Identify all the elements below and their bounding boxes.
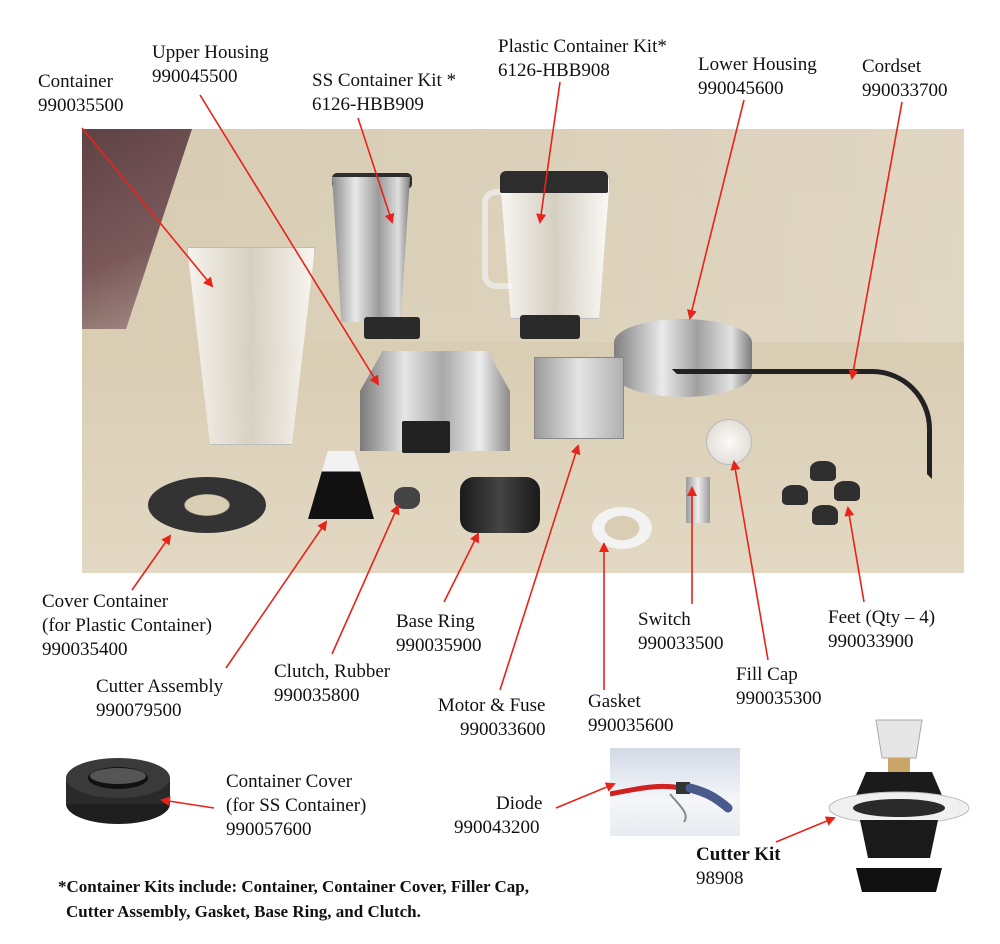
plastic-container-kit-arrow [536, 81, 561, 224]
plastic-jar-lid-image [500, 171, 608, 193]
foot-image [834, 481, 860, 501]
foot-image [812, 505, 838, 525]
label-feet: Feet (Qty – 4)990033900 [828, 607, 936, 652]
container-kits-footnote: *Container Kits include: Container, Cont… [58, 877, 529, 921]
plastic-jar-handle-image [482, 189, 512, 289]
cutter-kit-image [828, 719, 970, 892]
feet-arrow [844, 506, 865, 603]
switch-image [686, 477, 710, 523]
fill-cap-image [706, 419, 752, 465]
label-container-cover-ss: Container Cover(for SS Container)9900576… [226, 771, 367, 840]
base-ring-arrow [443, 532, 479, 603]
diode-arrow [555, 782, 616, 809]
ss-container-kit-arrow [357, 117, 395, 224]
parts-photo [82, 129, 964, 573]
label-plastic-container-kit: Plastic Container Kit*6126-HBB908 [498, 36, 667, 81]
foot-image [782, 485, 808, 505]
container-arrow [81, 127, 214, 288]
container-cover-ss-arrow [160, 796, 215, 809]
cordset-image [672, 369, 932, 479]
fill-cap-arrow [730, 460, 769, 661]
base-ring-image [460, 477, 540, 533]
lower-housing-arrow [687, 99, 745, 320]
clutch-image [394, 487, 420, 509]
cutter-assembly-arrow [225, 520, 328, 669]
plastic-jar-base-image [520, 315, 580, 339]
ss-container-image [332, 177, 410, 322]
motor-arrow [499, 444, 581, 691]
upper-housing-panel-image [402, 421, 450, 453]
motor-image [534, 357, 624, 439]
label-ss-container-kit: SS Container Kit *6126-HBB909 [312, 70, 457, 115]
clutch-arrow [331, 504, 400, 655]
foot-image [810, 461, 836, 481]
ss-container-base-image [364, 317, 420, 339]
cordset-arrow [848, 101, 903, 380]
label-cover-container: Cover Container(for Plastic Container)99… [42, 591, 212, 660]
cover-container-arrow [131, 534, 172, 591]
diode-image [609, 748, 740, 836]
upper-housing-arrow [199, 94, 380, 386]
cover-container-image [148, 477, 266, 533]
cutter-kit-arrow [775, 816, 836, 843]
container-cover-ss-image [66, 758, 170, 824]
